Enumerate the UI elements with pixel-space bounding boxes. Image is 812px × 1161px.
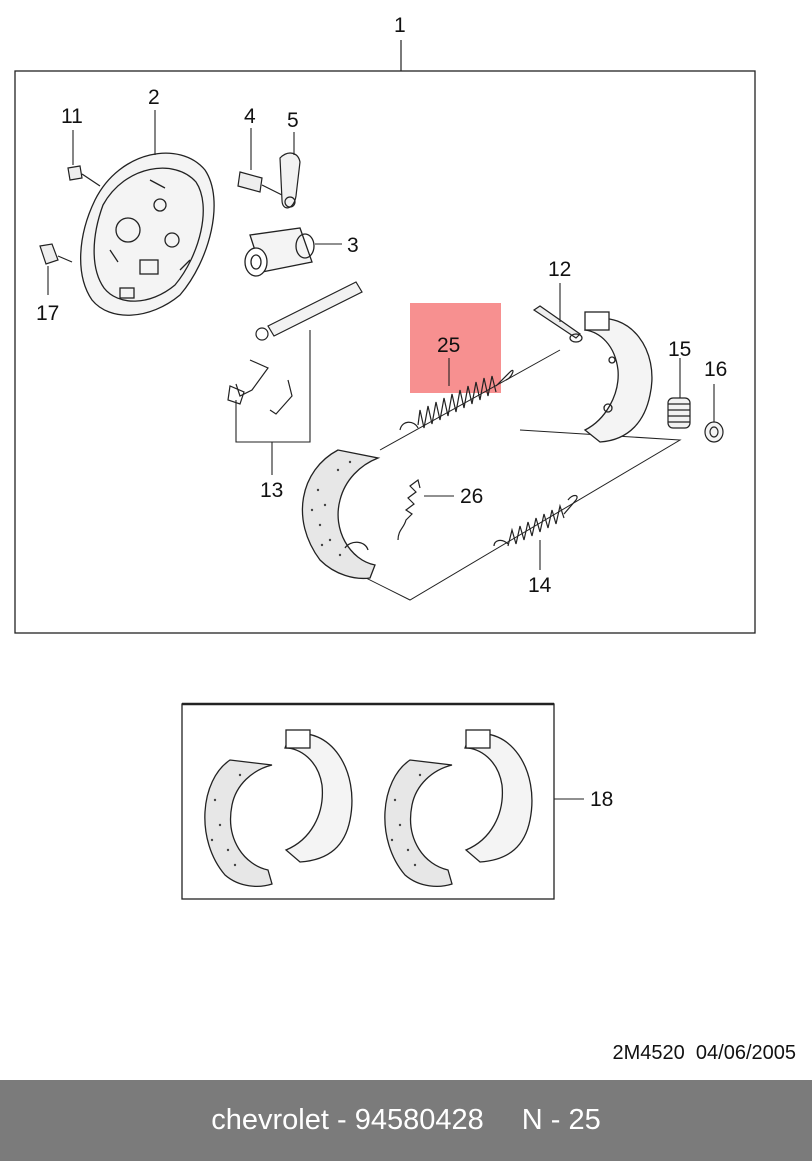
wheel-cylinder-part-3	[244, 227, 315, 277]
main-frame	[14, 70, 756, 634]
brake-shoe-lining	[301, 449, 381, 580]
callout-18: 18	[590, 788, 613, 811]
footer-part-number: 94580428	[354, 1104, 484, 1136]
shoe-set-right	[384, 729, 533, 887]
callout-12: 12	[548, 258, 571, 281]
lever-part-5	[279, 152, 301, 209]
callout-5: 5	[287, 109, 299, 132]
footer-ref: N - 25	[521, 1104, 601, 1136]
brake-shoe-web	[583, 311, 653, 443]
pin-part-12	[532, 305, 583, 343]
bleeder-part-17	[39, 243, 73, 265]
shoe-set-left	[204, 729, 353, 887]
bolt-part-11	[67, 165, 101, 187]
callout-13: 13	[260, 479, 283, 502]
callout-15: 15	[668, 338, 691, 361]
callout-4: 4	[244, 105, 256, 128]
callout-14: 14	[528, 574, 552, 597]
callout-3: 3	[347, 234, 359, 257]
callout-16: 16	[704, 358, 727, 381]
parts-diagram: 1 2 11 17 4 5	[14, 14, 756, 900]
callout-17: 17	[36, 302, 59, 325]
screw-part-4	[237, 171, 283, 196]
highlight-part-25[interactable]	[410, 303, 501, 393]
drawing-code: 2M4520	[612, 1042, 685, 1064]
backing-plate-part	[80, 152, 215, 316]
spring-part-15	[667, 397, 691, 429]
callout-25: 25	[437, 334, 460, 357]
spring-part-14	[493, 494, 578, 547]
drawing-date: 04/06/2005	[695, 1042, 796, 1064]
callout-2: 2	[148, 86, 160, 109]
adjuster-part-13	[227, 281, 363, 415]
callout-1: 1	[394, 14, 406, 37]
cap-part-16	[704, 421, 724, 443]
spring-part-26	[397, 478, 421, 541]
callout-26: 26	[460, 485, 483, 508]
footer-separator: -	[328, 1104, 355, 1136]
footer-brand: chevrolet	[211, 1104, 329, 1136]
callout-11: 11	[61, 105, 83, 128]
footer-bar: chevrolet - 94580428 N - 25	[0, 1080, 812, 1161]
drawing-stamp: 2M4520 04/06/2005	[612, 1042, 796, 1065]
